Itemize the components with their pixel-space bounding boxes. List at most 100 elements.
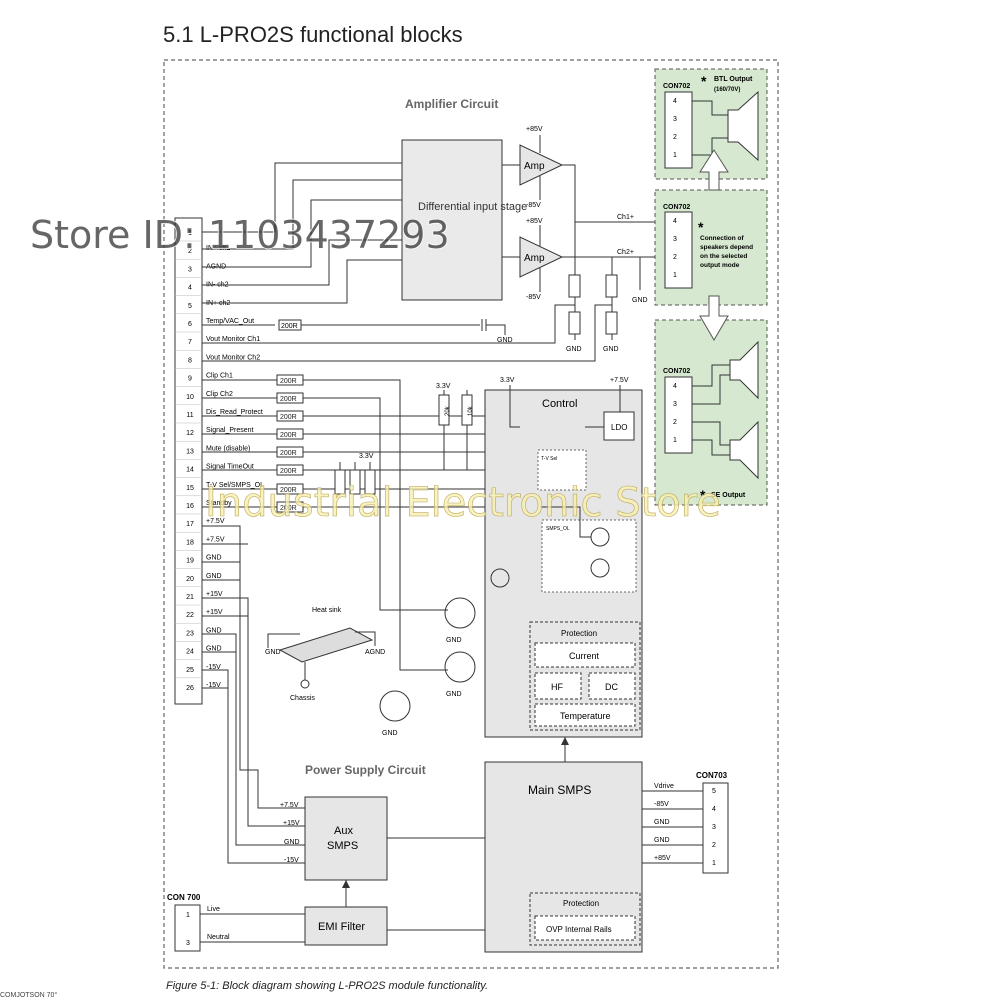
r20k-label: 20k (445, 405, 451, 416)
pin-label: Vout Monitor Ch2 (206, 354, 260, 361)
mode-note-line: on the selected (700, 253, 747, 260)
pin-label: +7.5V (206, 518, 225, 525)
hf-block (534, 672, 582, 700)
emi-filter-label: EMI Filter (318, 921, 365, 933)
pin-label: Temp/VAC_Out (206, 318, 254, 325)
control-label: Control (542, 398, 577, 410)
heat-sink-gnd-wire (267, 633, 300, 648)
hf-label: HF (551, 682, 563, 692)
current-block (534, 642, 636, 668)
aux-rail-2: GND (284, 839, 300, 846)
aux-smps-label-2: SMPS (327, 840, 358, 852)
con703-pin-number: 4 (712, 806, 716, 813)
arrow-down-icon (699, 295, 729, 341)
con703-pin-label: -85V (654, 801, 669, 808)
r200-pin6: 200R (281, 323, 298, 330)
aux-rail-3: -15V (284, 857, 299, 864)
amplifier-circuit-label: Amplifier Circuit (405, 97, 498, 111)
pin-label: T-V Sel/SMPS_OL (206, 482, 264, 489)
con702-mid-wires (639, 256, 655, 290)
rail-m85-a: -85V (526, 202, 541, 209)
gnd-q1: GND (446, 637, 462, 644)
heat-sink-agnd-wire (355, 631, 376, 646)
aux-rail-1: +15V (283, 820, 300, 827)
pin-number: 6 (188, 321, 192, 328)
pin-number: 18 (186, 539, 194, 546)
pin-label: GND (206, 646, 222, 653)
heat-sink (278, 627, 374, 663)
mode-note-line: Connection of (700, 235, 745, 242)
pin-label: -15V (206, 682, 221, 689)
r10k-label: 10k (468, 405, 474, 416)
con702-pin-number: 2 (673, 134, 677, 141)
ch2-output-label: Ch2+ (617, 249, 634, 256)
amp-ch1-label: Amp (524, 161, 545, 172)
btl-output-note: BTL Output (714, 76, 753, 83)
con702-pin-number: 3 (673, 401, 677, 408)
arrow-up-icon (699, 149, 729, 191)
con700 (174, 904, 201, 952)
con702-pin-number: 2 (673, 254, 677, 261)
pin-label: +15V (206, 591, 223, 598)
power-supply-circuit-label: Power Supply Circuit (305, 763, 426, 777)
pin-label: Signal_Present (206, 427, 254, 434)
pin-number: 7 (188, 339, 192, 346)
con702-mid (664, 211, 693, 289)
ch1-output-label: Ch1+ (617, 214, 634, 221)
divider-resistors (568, 274, 618, 335)
supply-wires (202, 525, 305, 864)
chassis-label: Chassis (290, 695, 315, 702)
rail-m85-b: -85V (526, 294, 541, 301)
smps-ol-region (541, 519, 637, 593)
pin-number: 13 (186, 448, 194, 455)
pin-label: -15V (206, 664, 221, 671)
con702-pin-number: 1 (673, 152, 677, 159)
pin-number: 19 (186, 558, 194, 565)
gnd-div-1: GND (566, 346, 582, 353)
con700-live: Live (207, 906, 220, 913)
con703-pin-label: Vdrive (654, 783, 674, 790)
speaker-icon-se-1 (729, 340, 759, 400)
pin-number: 4 (188, 285, 192, 292)
con702-pin-number: 4 (673, 383, 677, 390)
con703-pin-number: 2 (712, 842, 716, 849)
pin-number: 25 (186, 667, 194, 674)
pin-number: 12 (186, 430, 194, 437)
pin-number: 16 (186, 503, 194, 510)
mode-note-line: speakers depend (700, 244, 753, 251)
con702-pin-number: 1 (673, 272, 677, 279)
temperature-label: Temperature (560, 711, 611, 721)
con702-mid-label: CON702 (663, 204, 690, 211)
emi-filter-block (304, 906, 388, 946)
dc-block (588, 672, 636, 700)
con703-pin-label: +85V (654, 855, 671, 862)
speaker-icon-top (727, 90, 759, 162)
con702-top-label: CON702 (663, 83, 690, 90)
pin-label: Mute (disable) (206, 445, 250, 452)
con703-pin-label: GND (654, 819, 670, 826)
con700-label: CON 700 (167, 893, 201, 902)
rail-33v-b: 3.3V (359, 453, 374, 460)
mode-note-line: output mode (700, 262, 740, 269)
footer-fragment: COMJOTSON 70° (0, 992, 58, 999)
gnd-q3: GND (382, 730, 398, 737)
gnd-q2: GND (446, 691, 462, 698)
rail-p85-b: +85V (526, 218, 543, 225)
pin-label: +15V (206, 609, 223, 616)
con703 (702, 782, 729, 874)
con703-pin-label: GND (654, 837, 670, 844)
rail-33v-a: 3.3V (436, 383, 451, 390)
protection-label: Protection (561, 629, 597, 638)
con702-pin-number: 1 (673, 437, 677, 444)
pin-number: 15 (186, 485, 194, 492)
pin-label: Vout Monitor Ch1 (206, 336, 260, 343)
pin-label: GND (206, 555, 222, 562)
control-wires (202, 379, 540, 671)
ldo-label: LDO (611, 423, 627, 432)
tv-sel-region (537, 449, 587, 491)
r200-12: 200R (280, 432, 297, 439)
pin-label: Signal TimeOut (206, 464, 254, 471)
r200-14: 200R (280, 468, 297, 475)
